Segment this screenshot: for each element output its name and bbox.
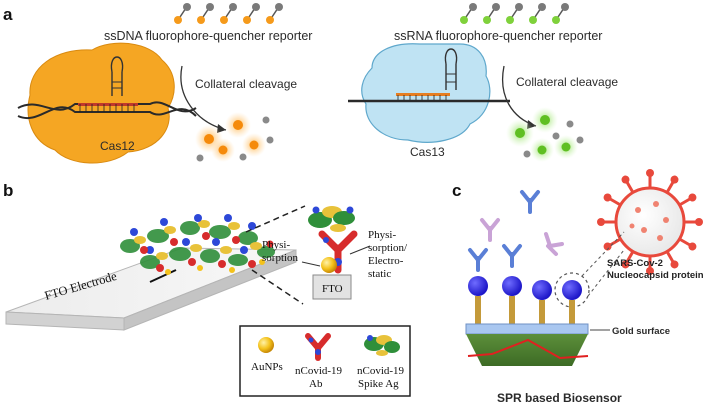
gold-surface-layer xyxy=(465,323,589,335)
ssrna-reporter-label: ssRNA fluorophore-quencher reporter xyxy=(394,29,602,43)
cas12-cleavage-label: Collateral cleavage xyxy=(195,77,297,91)
panel-b: b FTO Electrode xyxy=(3,181,411,397)
panel-a: a ssDNA fluorophore-quencher reporter xyxy=(3,3,618,164)
legend-item-antibody: nCovid-19 Ab xyxy=(295,333,345,390)
panel-a-letter: a xyxy=(3,5,13,24)
legend-spike-label: nCovid-19 Spike Ag xyxy=(357,365,407,390)
cas12-cleavage-arrow xyxy=(180,65,227,131)
callout-line-top xyxy=(245,205,306,233)
panel-b-letter: b xyxy=(3,181,13,200)
spike-antigen-icon xyxy=(364,335,400,356)
inset-fto-block xyxy=(312,274,352,300)
sars-cov-2-virus xyxy=(597,169,703,275)
ssdna-reporter-label: ssDNA fluorophore-quencher reporter xyxy=(104,29,312,43)
legend-item-aunps: AuNPs xyxy=(251,337,283,373)
cas12-label: Cas12 xyxy=(100,139,135,153)
inset-fto-label: FTO xyxy=(322,283,343,295)
virus-label: SARS-Cov-2 Nucleocapsid protein xyxy=(607,258,704,281)
probe-1 xyxy=(468,248,488,324)
cas13-cleavage-label: Collateral cleavage xyxy=(516,75,618,89)
physisorption-right-label: Physi- sorption/ Electro- static xyxy=(368,229,410,280)
panel-c: c xyxy=(452,169,704,405)
spr-caption: SPR based Biosensor xyxy=(497,391,622,405)
spr-prism xyxy=(466,334,588,366)
ssdna-reporter-icons xyxy=(174,3,283,24)
electrode-boundary-line xyxy=(149,269,177,283)
gold-nanoparticle-icon xyxy=(258,337,274,353)
inset-antibody xyxy=(318,230,358,274)
cas12-group: ssDNA fluorophore-quencher reporter Cas1… xyxy=(17,3,312,164)
panel-c-letter: c xyxy=(452,181,461,200)
physisorption-left-pointer xyxy=(301,261,321,267)
legend-antibody-label: nCovid-19 Ab xyxy=(295,365,345,390)
orange-fluorescence-group xyxy=(195,112,274,162)
legend-aunps-label: AuNPs xyxy=(251,361,283,373)
ssrna-reporter-icons xyxy=(460,3,569,24)
probe-2 xyxy=(502,244,522,324)
legend-item-spike-antigen: nCovid-19 Spike Ag xyxy=(357,335,407,390)
probe-4 xyxy=(562,280,582,324)
biomolecule-cluster xyxy=(120,214,275,275)
inset-schematic: FTO Physi- sorption Physi- sorption/ Ele… xyxy=(262,206,410,300)
cas13-group: ssRNA fluorophore-quencher reporter Cas1… xyxy=(348,3,618,162)
physisorption-left-label: Physi- sorption xyxy=(262,239,299,264)
physisorption-right-pointer xyxy=(349,245,371,255)
gold-surface-label: Gold surface xyxy=(612,326,670,337)
inset-spike-antigen xyxy=(308,206,355,232)
spr-light-path xyxy=(467,338,589,360)
antibody-icon xyxy=(305,333,331,361)
green-fluorescence-group xyxy=(506,107,584,162)
probe-3 xyxy=(532,280,552,324)
callout-line-bottom xyxy=(251,269,304,305)
cas13-label: Cas13 xyxy=(410,145,445,159)
sensor-probes xyxy=(468,244,582,324)
floating-antibodies xyxy=(480,190,564,256)
legend-box: AuNPs nCovid-19 Ab xyxy=(239,325,411,397)
inset-gold-nanoparticle xyxy=(321,257,337,273)
